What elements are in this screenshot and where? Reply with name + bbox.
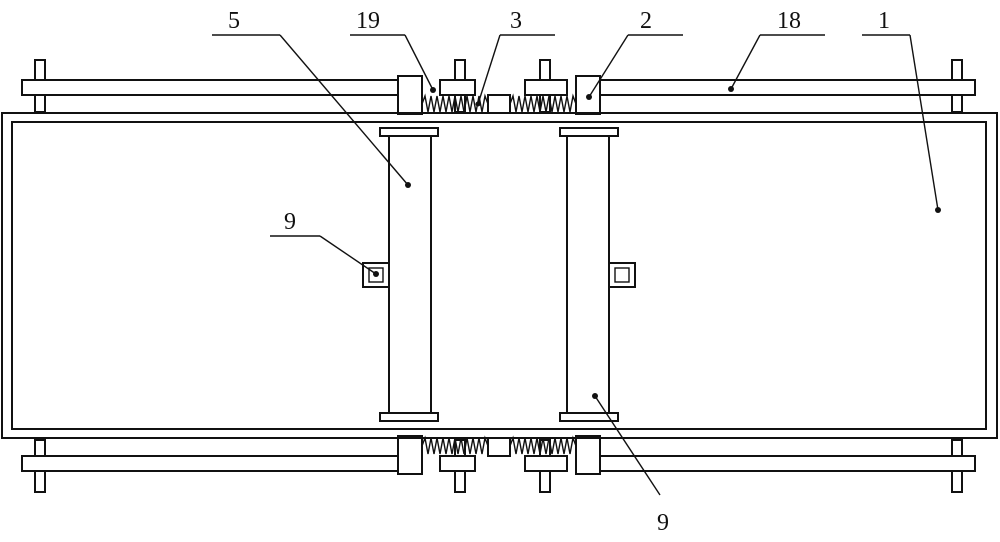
frame-inner — [11, 121, 987, 430]
labels: 5 19 3 2 18 1 9 9 — [228, 8, 890, 536]
label-19: 19 — [356, 8, 380, 34]
bracket-left-inner — [368, 267, 384, 283]
top-rails — [21, 75, 976, 115]
leader-1-dot — [935, 207, 941, 213]
rail-top-left — [21, 79, 401, 96]
leader-19 — [404, 34, 434, 91]
leaders — [212, 34, 941, 496]
bar-top-center-left — [439, 79, 476, 96]
frame-outer — [1, 112, 998, 439]
label-9-bottom: 9 — [657, 510, 669, 536]
label-5: 5 — [228, 8, 240, 34]
roller-left — [362, 127, 439, 422]
main-frame — [1, 112, 998, 439]
posts — [34, 59, 963, 493]
leader-9-left — [319, 235, 377, 275]
rail-bottom-left — [21, 455, 401, 472]
rail-bottom-right — [599, 455, 976, 472]
bar-top-center-right — [524, 79, 568, 96]
roller-right-cap-top — [559, 127, 619, 137]
leader-1 — [909, 34, 939, 211]
label-18: 18 — [777, 8, 801, 34]
center-stop-top — [487, 94, 511, 114]
leader-9-left-dot — [373, 271, 379, 277]
roller-left-cap-top — [379, 127, 439, 137]
label-2: 2 — [640, 8, 652, 34]
roller-right-body — [566, 135, 610, 417]
bracket-right-outer — [608, 262, 636, 288]
label-3: 3 — [510, 8, 522, 34]
roller-left-body — [388, 135, 432, 417]
center-stop-bottom — [487, 437, 511, 457]
slider-block-top-left — [397, 75, 423, 115]
spring-top-right — [509, 93, 577, 113]
spring-top-left — [421, 93, 489, 113]
label-1: 1 — [878, 8, 890, 34]
leader-18-dot — [728, 86, 734, 92]
roller-right — [559, 127, 636, 422]
leader-3 — [477, 34, 501, 105]
slider-block-bottom-right — [575, 435, 601, 475]
bar-bottom-center-right — [524, 455, 568, 472]
slider-block-bottom-left — [397, 435, 423, 475]
leader-2-dot — [586, 94, 592, 100]
bar-bottom-center-left — [439, 455, 476, 472]
label-9-left: 9 — [284, 209, 296, 235]
leader-19-dot — [430, 87, 436, 93]
leader-5 — [279, 34, 409, 186]
leader-9-bottom — [594, 395, 661, 496]
bottom-rails — [21, 435, 976, 475]
leader-2 — [588, 34, 629, 98]
leader-5-dot — [405, 182, 411, 188]
leader-18 — [730, 34, 761, 90]
leader-3-dot — [475, 101, 481, 107]
bracket-right-inner — [614, 267, 630, 283]
roller-left-cap-bottom — [379, 412, 439, 422]
roller-right-cap-bottom — [559, 412, 619, 422]
leader-9-bottom-dot — [592, 393, 598, 399]
